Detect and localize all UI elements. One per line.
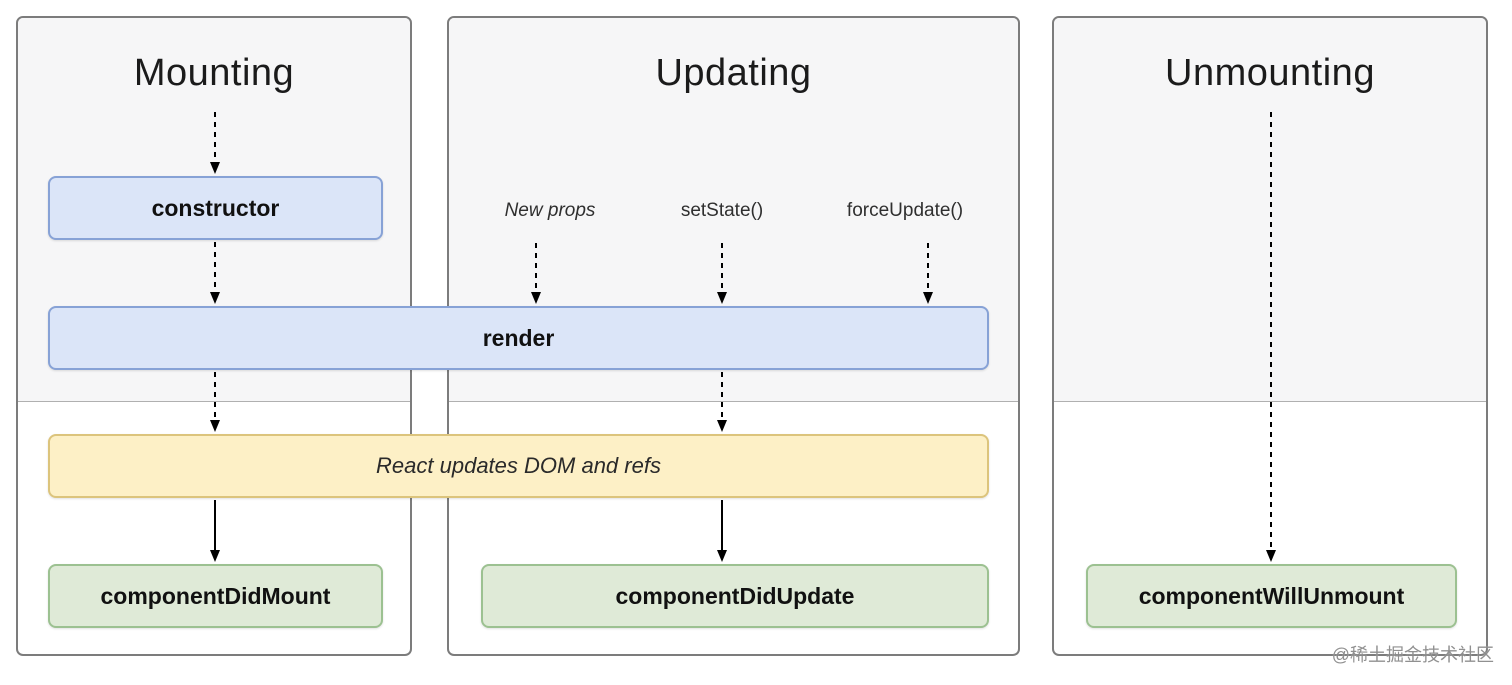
arrow-force-update-to-render: [922, 243, 933, 304]
trigger-label-set-state: setState(): [680, 200, 764, 221]
lifecycle-box-component-will-unmount: componentWillUnmount: [1086, 564, 1457, 628]
arrow-mounting-title-to-constructor: [209, 112, 220, 174]
arrow-react-updates-to-did-update: [716, 500, 727, 562]
lifecycle-box-render: render: [48, 306, 989, 370]
lifecycle-box-react-updates-dom: React updates DOM and refs: [48, 434, 989, 498]
panel-title-updating: Updating: [655, 52, 812, 94]
arrow-react-updates-to-did-mount: [209, 500, 220, 562]
arrow-set-state-to-render: [716, 243, 727, 304]
arrow-render-to-react-updates-mounting: [209, 372, 220, 432]
lifecycle-box-component-did-update: componentDidUpdate: [481, 564, 989, 628]
panel-title-unmounting: Unmounting: [1165, 52, 1375, 94]
juejin-watermark: @稀土掘金技术社区: [1331, 645, 1494, 665]
arrow-render-to-react-updates-updating: [716, 372, 727, 432]
arrow-unmounting-title-to-will-unmount: [1265, 112, 1276, 562]
arrow-new-props-to-render: [530, 243, 541, 304]
lifecycle-box-constructor: constructor: [48, 176, 383, 240]
trigger-label-new-props: New props: [504, 200, 596, 221]
lifecycle-box-component-did-mount: componentDidMount: [48, 564, 383, 628]
arrow-constructor-to-render: [209, 242, 220, 304]
trigger-label-force-update: forceUpdate(): [846, 200, 964, 221]
panel-title-mounting: Mounting: [133, 52, 295, 94]
